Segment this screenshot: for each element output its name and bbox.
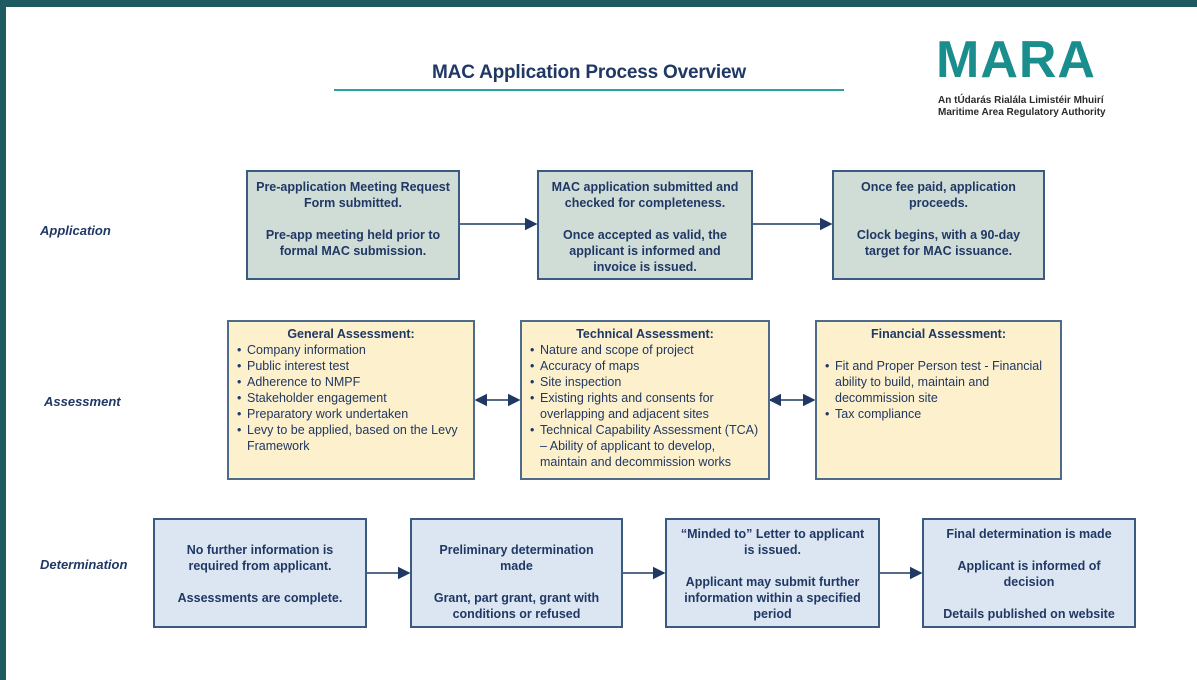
technical-assessment-box: Technical Assessment: Nature and scope o… <box>520 320 770 480</box>
app-box-1-text-1: Pre-application Meeting Request Form sub… <box>256 180 450 210</box>
det-box-3-text-1: “Minded to” Letter to applicant is issue… <box>680 527 865 557</box>
det-box-no-further-info: No further information is required from … <box>153 518 367 628</box>
page-title: MAC Application Process Overview <box>432 62 746 83</box>
app-box-3-text-1: Once fee paid, application proceeds. <box>861 180 1016 210</box>
list-item: Technical Capability Assessment (TCA) – … <box>530 422 760 470</box>
list-item: Company information <box>237 342 465 358</box>
financial-assessment-list: Fit and Proper Person test - Financial a… <box>825 358 1052 422</box>
app-box-1-text-2: Pre-app meeting held prior to formal MAC… <box>265 228 441 258</box>
det-box-1-text-1: No further information is required from … <box>186 543 334 573</box>
det-box-4-text-3: Details published on website <box>943 607 1115 621</box>
det-box-4-text-2: Applicant is informed of decision <box>957 559 1101 589</box>
logo-irish-name: An tÚdarás Rialála Limistéir Mhuirí <box>938 95 1104 106</box>
det-box-2-text-1: Preliminary determination made <box>439 543 594 573</box>
mara-logo: MARA <box>936 31 1096 89</box>
det-box-1-text-2: Assessments are complete. <box>177 591 343 605</box>
general-assessment-heading: General Assessment: <box>287 327 415 341</box>
row-label-application: Application <box>40 223 111 238</box>
list-item: Tax compliance <box>825 406 1052 422</box>
list-item: Accuracy of maps <box>530 358 760 374</box>
det-box-preliminary: Preliminary determination made Grant, pa… <box>410 518 623 628</box>
list-item: Nature and scope of project <box>530 342 760 358</box>
financial-assessment-box: Financial Assessment: Fit and Proper Per… <box>815 320 1062 480</box>
app-box-submission: MAC application submitted and checked fo… <box>537 170 753 280</box>
general-assessment-box: General Assessment: Company information … <box>227 320 475 480</box>
frame-left-border <box>0 0 6 680</box>
det-box-final: Final determination is made Applicant is… <box>922 518 1136 628</box>
app-box-3-text-2: Clock begins, with a 90-day target for M… <box>856 228 1021 258</box>
technical-assessment-heading: Technical Assessment: <box>576 327 714 341</box>
frame-top-border <box>0 0 1197 7</box>
det-box-2-text-2: Grant, part grant, grant with conditions… <box>433 591 600 621</box>
app-box-pre-application: Pre-application Meeting Request Form sub… <box>246 170 460 280</box>
list-item: Site inspection <box>530 374 760 390</box>
det-box-3-text-2: Applicant may submit further information… <box>684 575 861 621</box>
row-label-assessment: Assessment <box>44 394 121 409</box>
list-item: Public interest test <box>237 358 465 374</box>
list-item: Preparatory work undertaken <box>237 406 465 422</box>
technical-assessment-list: Nature and scope of project Accuracy of … <box>530 342 760 470</box>
app-box-2-text-2: Once accepted as valid, the applicant is… <box>563 228 727 274</box>
row-label-determination: Determination <box>40 557 128 572</box>
app-box-2-text-1: MAC application submitted and checked fo… <box>551 180 739 210</box>
app-box-fee-paid: Once fee paid, application proceeds. Clo… <box>832 170 1045 280</box>
list-item: Adherence to NMPF <box>237 374 465 390</box>
title-underline <box>334 89 844 91</box>
financial-assessment-heading: Financial Assessment: <box>870 327 1006 341</box>
det-box-minded-to: “Minded to” Letter to applicant is issue… <box>665 518 880 628</box>
det-box-4-text-1: Final determination is made <box>946 527 1112 541</box>
list-item: Stakeholder engagement <box>237 390 465 406</box>
list-item: Existing rights and consents for overlap… <box>530 390 760 422</box>
list-item: Fit and Proper Person test - Financial a… <box>825 358 1052 406</box>
list-item: Levy to be applied, based on the Levy Fr… <box>237 422 465 454</box>
logo-english-name: Maritime Area Regulatory Authority <box>938 107 1106 118</box>
general-assessment-list: Company information Public interest test… <box>237 342 465 454</box>
